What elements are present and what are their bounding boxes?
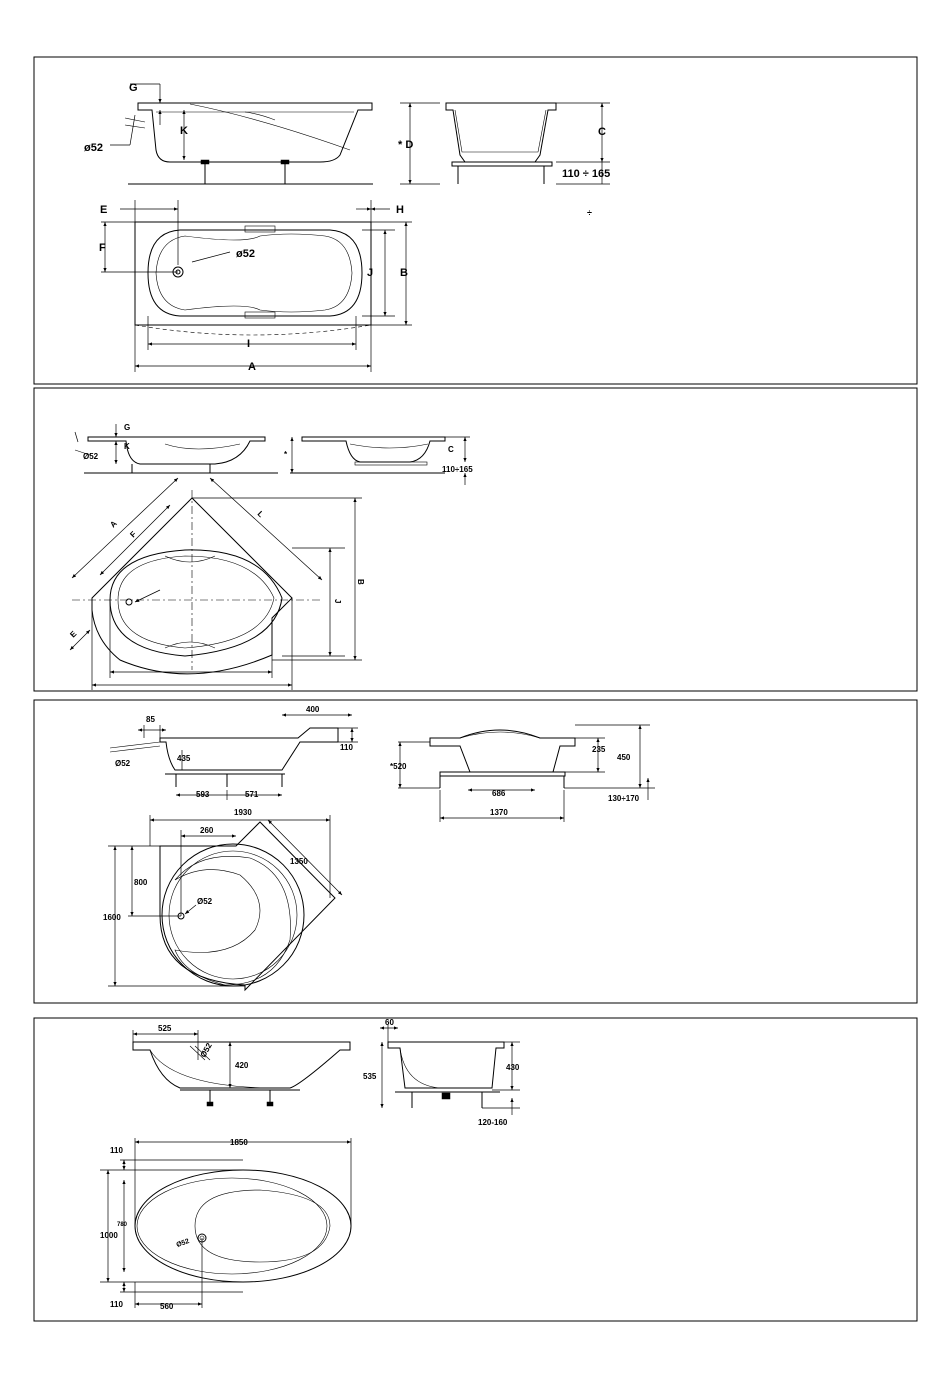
p3-label-d52: Ø52 (115, 759, 131, 768)
p2-label-K: K (124, 442, 130, 451)
p2-label-G: G (124, 423, 130, 432)
p3-label-800: 800 (134, 878, 148, 887)
p2-label-d52: Ø52 (83, 452, 99, 461)
p3-top-view (108, 815, 342, 990)
p1-label-legs: 110 ÷ 165 (562, 168, 610, 180)
p2-label-E: E (68, 629, 79, 640)
p1-label-H: H (396, 204, 404, 216)
p3-label-1370: 1370 (490, 808, 508, 817)
p3-label-235: 235 (592, 745, 606, 754)
panel-1-frame (34, 57, 917, 384)
p3-label-260: 260 (200, 826, 214, 835)
p2-label-star: * (284, 450, 288, 459)
p3-end-view (398, 725, 655, 822)
p4-end-view (380, 1025, 520, 1115)
p3-label-400: 400 (306, 705, 320, 714)
p3-label-435: 435 (177, 754, 191, 763)
p1-label-J: J (367, 267, 373, 279)
p1-label-A: A (248, 361, 256, 373)
p4-label-60: 60 (385, 1018, 394, 1027)
p4-label-d52: Ø52 (199, 1041, 215, 1059)
p4-label-525: 525 (158, 1024, 172, 1033)
p3-label-85: 85 (146, 715, 155, 724)
panel-1-rectangular-bath (101, 84, 610, 372)
p3-label-d52b: Ø52 (197, 897, 213, 906)
p4-top-view (100, 1138, 351, 1308)
p3-label-130-170: 130÷170 (608, 794, 640, 803)
p3-label-1930: 1930 (234, 808, 252, 817)
p4-label-110-bottom: 110 (110, 1300, 123, 1309)
p4-label-560: 560 (160, 1302, 174, 1311)
p1-label-B: B (400, 267, 408, 279)
p1-label-K: K (180, 125, 188, 137)
p1-label-C: C (598, 126, 606, 138)
p3-label-686: 686 (492, 789, 506, 798)
p2-end-view (290, 437, 470, 485)
p3-label-520: *520 (390, 762, 407, 771)
p1-label-d52-top: ø52 (236, 248, 255, 260)
p1-label-I: I (247, 338, 250, 350)
p4-label-110-top: 110 (110, 1146, 123, 1155)
p3-label-571: 571 (245, 790, 259, 799)
p2-label-A: A (108, 519, 119, 530)
p3-label-450: 450 (617, 753, 631, 762)
p1-label-F: F (99, 242, 106, 254)
p3-label-1600: 1600 (103, 913, 121, 922)
p2-label-L: L (256, 509, 266, 519)
p4-label-420: 420 (235, 1061, 249, 1070)
p4-label-780: 780 (117, 1222, 128, 1228)
p4-label-1850: 1850 (230, 1138, 248, 1147)
p2-side-view (75, 424, 278, 473)
p4-label-535: 535 (363, 1072, 377, 1081)
p1-label-E: E (100, 204, 107, 216)
p2-label-C: C (448, 445, 454, 454)
p1-label-plus: ÷ (587, 208, 592, 218)
p1-top-view (101, 200, 412, 372)
p2-top-view (70, 478, 362, 690)
p1-label-d52-side: ø52 (84, 142, 103, 154)
p2-label-legs: 110÷165 (442, 465, 473, 474)
p1-label-G: G (129, 82, 138, 94)
panel-2-corner-bath (70, 424, 470, 690)
p4-label-430: 430 (506, 1063, 520, 1072)
p4-label-120-160: 120-160 (478, 1118, 508, 1127)
p4-label-1000: 1000 (100, 1231, 118, 1240)
p3-label-593: 593 (196, 790, 210, 799)
panel-4-oval-bath (100, 1025, 520, 1308)
p1-side-view (110, 84, 373, 184)
p3-side-view (110, 715, 358, 800)
p4-label-d52b: Ø52 (176, 1238, 191, 1249)
p2-label-B: B (356, 579, 365, 585)
p3-label-1350: 1350 (290, 857, 308, 866)
p2-label-J: J (333, 599, 342, 603)
p3-label-110: 110 (340, 743, 353, 752)
panel-4-frame (34, 1018, 917, 1321)
p1-label-D: * D (398, 139, 413, 151)
